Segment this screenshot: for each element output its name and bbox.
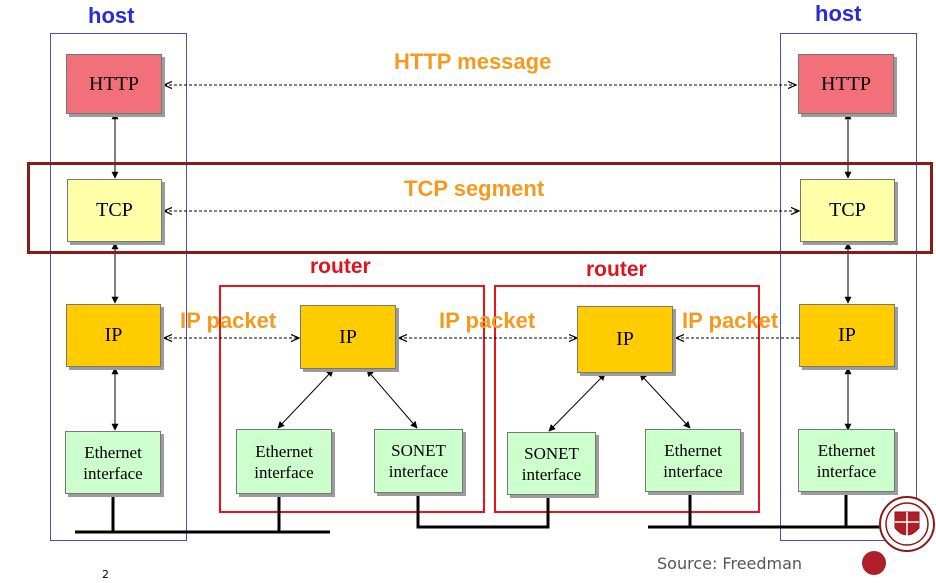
tcp-segment-frame: [27, 162, 933, 254]
router-frame-left: [219, 285, 485, 513]
tcp-box-left-label: TCP: [96, 199, 133, 221]
host-frame-left: [50, 33, 187, 541]
ethernet-interface-host-left: Ethernet interface: [65, 431, 161, 494]
ip-box-host-right: IP: [799, 304, 895, 367]
ip-packet-label-1: IP packet: [180, 308, 277, 333]
ip-box-router-right-label: IP: [616, 328, 634, 350]
sonet-interface-router-left-line1: SONET: [391, 441, 446, 460]
ip-packet-label-3: IP packet: [682, 308, 779, 333]
http-box-right: HTTP: [798, 54, 894, 114]
host-frame-right: [780, 33, 917, 541]
ethernet-interface-router-right-line1: Ethernet: [664, 440, 722, 460]
sonet-interface-router-right-line1: SONET: [524, 443, 579, 463]
ip-box-router-left: IP: [300, 305, 396, 369]
tcp-box-right-label: TCP: [829, 199, 866, 221]
source-credit: Source: Freedman: [657, 554, 803, 573]
host-label-right: host: [815, 1, 862, 26]
tcp-box-left: TCP: [67, 179, 162, 242]
router-label-right: router: [586, 258, 647, 281]
ip-box-host-left: IP: [66, 304, 161, 367]
host-label-left: host: [88, 3, 135, 28]
ethernet-interface-host-right-line2: interface: [816, 461, 877, 481]
ip-box-router-left-label: IP: [339, 325, 357, 348]
http-box-left: HTTP: [66, 54, 162, 114]
router-label-left: router: [310, 255, 371, 278]
ethernet-interface-router-right: Ethernet interface: [645, 429, 741, 492]
ethernet-interface-router-left-line1: Ethernet: [255, 441, 313, 461]
page-number: 2: [102, 568, 109, 581]
ip-packet-label-2: IP packet: [439, 308, 536, 333]
ethernet-interface-router-left: Ethernet interface: [236, 429, 332, 494]
sonet-interface-router-right-line2: interface: [521, 464, 582, 484]
ethernet-interface-host-right: Ethernet interface: [798, 429, 895, 492]
ip-box-host-left-label: IP: [104, 324, 123, 346]
ethernet-interface-host-right-line1: Ethernet: [817, 440, 876, 460]
sonet-interface-router-left: SONET interface: [374, 429, 463, 493]
router1-ip-eth-arrow: [277, 369, 334, 429]
ethernet-interface-router-right-line2: interface: [663, 461, 723, 481]
http-box-right-label: HTTP: [821, 72, 871, 95]
ethernet-interface-router-left-line2: interface: [254, 462, 314, 482]
router2-ip-eth-arrow: [639, 373, 691, 429]
http-message-label: HTTP message: [394, 49, 552, 74]
router1-ip-sonet-arrow: [366, 369, 418, 429]
sonet-link: [416, 494, 550, 529]
ip-box-host-right-label: IP: [838, 324, 856, 346]
ethernet-interface-host-left-line2: interface: [83, 463, 143, 483]
tcp-box-right: TCP: [800, 179, 895, 242]
router2-ip-sonet-arrow: [548, 373, 606, 432]
ip-box-router-right: IP: [577, 306, 673, 373]
ethernet-interface-host-left-line1: Ethernet: [84, 442, 142, 462]
sonet-interface-router-left-line2: interface: [388, 462, 449, 481]
http-box-left-label: HTTP: [89, 72, 139, 95]
tcp-segment-label: TCP segment: [404, 176, 545, 201]
router-frame-right: [494, 285, 760, 513]
sonet-interface-router-right: SONET interface: [507, 432, 596, 495]
